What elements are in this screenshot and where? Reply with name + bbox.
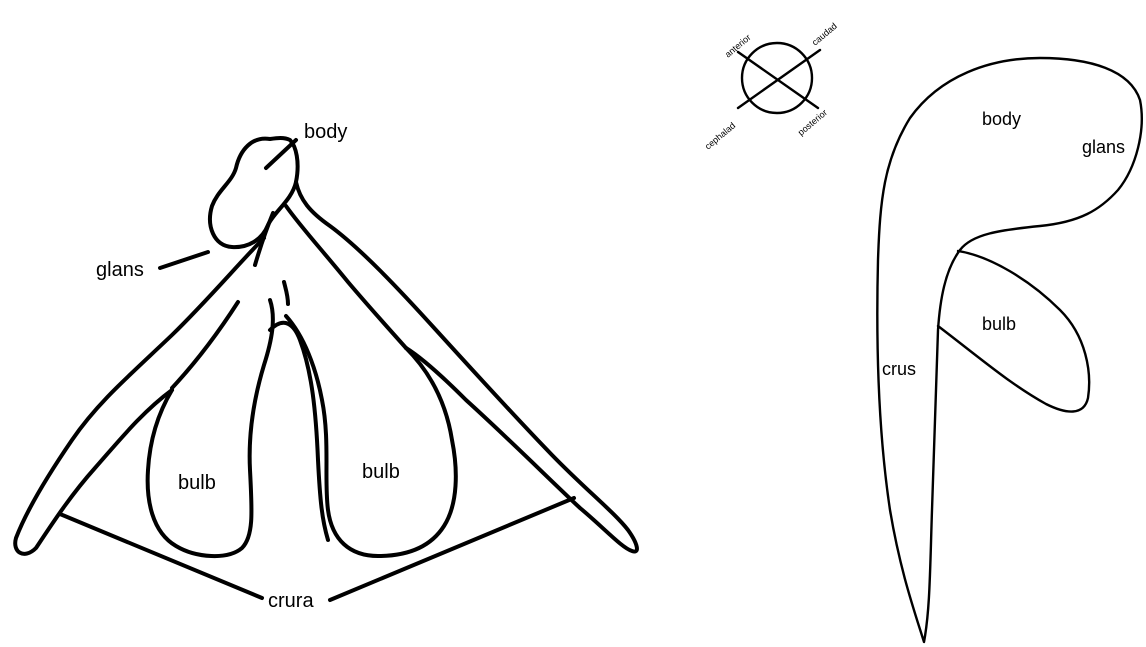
front-center-dash [284,282,288,304]
front-left-crus-outer [15,238,264,554]
compass-posterior-label: posterior [796,107,829,137]
front-right-bulb-outline [286,316,456,556]
side-crus-label: crus [882,359,916,379]
glans-leader-line [160,252,208,268]
side-bulb-label: bulb [982,314,1016,334]
side-view: body glans bulb crus [877,58,1141,642]
compass-axis-caudad-cephalad [738,50,820,108]
front-central-cleft [270,323,328,540]
front-body-label: body [304,121,347,143]
compass-cephalad-label: cephalad [703,120,737,151]
front-view: body glans bulb bulb crura [15,121,637,612]
front-bulb-left-label: bulb [178,472,216,494]
front-crura-label: crura [268,590,314,612]
side-body-label: body [982,109,1021,129]
front-glans-outline [210,138,298,247]
front-left-crus-inner [172,302,238,388]
compass-caudad-label: caudad [810,21,839,48]
orientation-compass: anterior caudad cephalad posterior [703,21,839,152]
body-leader-line [266,140,296,168]
side-glans-label: glans [1082,137,1125,157]
crura-leader-left [60,514,262,598]
front-bulb-right-label: bulb [362,461,400,483]
front-right-crus-outer [296,182,637,552]
front-glans-label: glans [96,259,144,281]
compass-anterior-label: anterior [723,32,753,59]
